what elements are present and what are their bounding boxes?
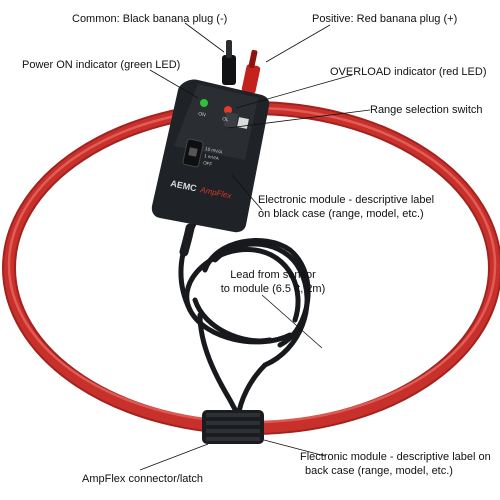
label-lead-line1: Lead from sensor — [230, 269, 316, 281]
green-led — [200, 99, 208, 107]
leader-lines — [139, 22, 371, 471]
label-positive-plug: Positive: Red banana plug (+) — [312, 13, 458, 25]
red-banana-plug — [241, 49, 261, 94]
label-common-plug: Common: Black banana plug (-) — [72, 13, 228, 25]
label-module-back-line1: Flectronic module - descriptive label on — [300, 451, 491, 463]
module-case — [151, 79, 270, 233]
switch-pos-2: 1 mV/A — [204, 153, 219, 161]
red-led — [224, 106, 232, 114]
label-power-on-led: Power ON indicator (green LED) — [22, 59, 181, 71]
label-range-switch: Range selection switch — [370, 104, 483, 116]
connector-latch — [202, 410, 264, 444]
switch-pos-3: OFF — [203, 160, 213, 167]
led-ol-text: OL — [222, 116, 230, 123]
switch-pos-1: 10 mV/A — [205, 146, 223, 154]
label-lead-line2: to module (6.5 ft, 2m) — [220, 283, 326, 295]
module-stem — [179, 223, 195, 257]
black-banana-plug — [222, 40, 236, 85]
label-overload-led: OVERLOAD indicator (red LED) — [330, 66, 487, 78]
led-on-text: ON — [198, 111, 207, 119]
lead-cable — [178, 219, 311, 433]
label-module-front-line1: Electronic module - descriptive label — [258, 194, 435, 206]
label-connector-latch: AmpFlex connector/latch — [82, 473, 204, 485]
label-module-back-line2: back case (range, model, etc.) — [305, 465, 453, 477]
label-module-front-line2: on black case (range, model, etc.) — [258, 208, 424, 220]
